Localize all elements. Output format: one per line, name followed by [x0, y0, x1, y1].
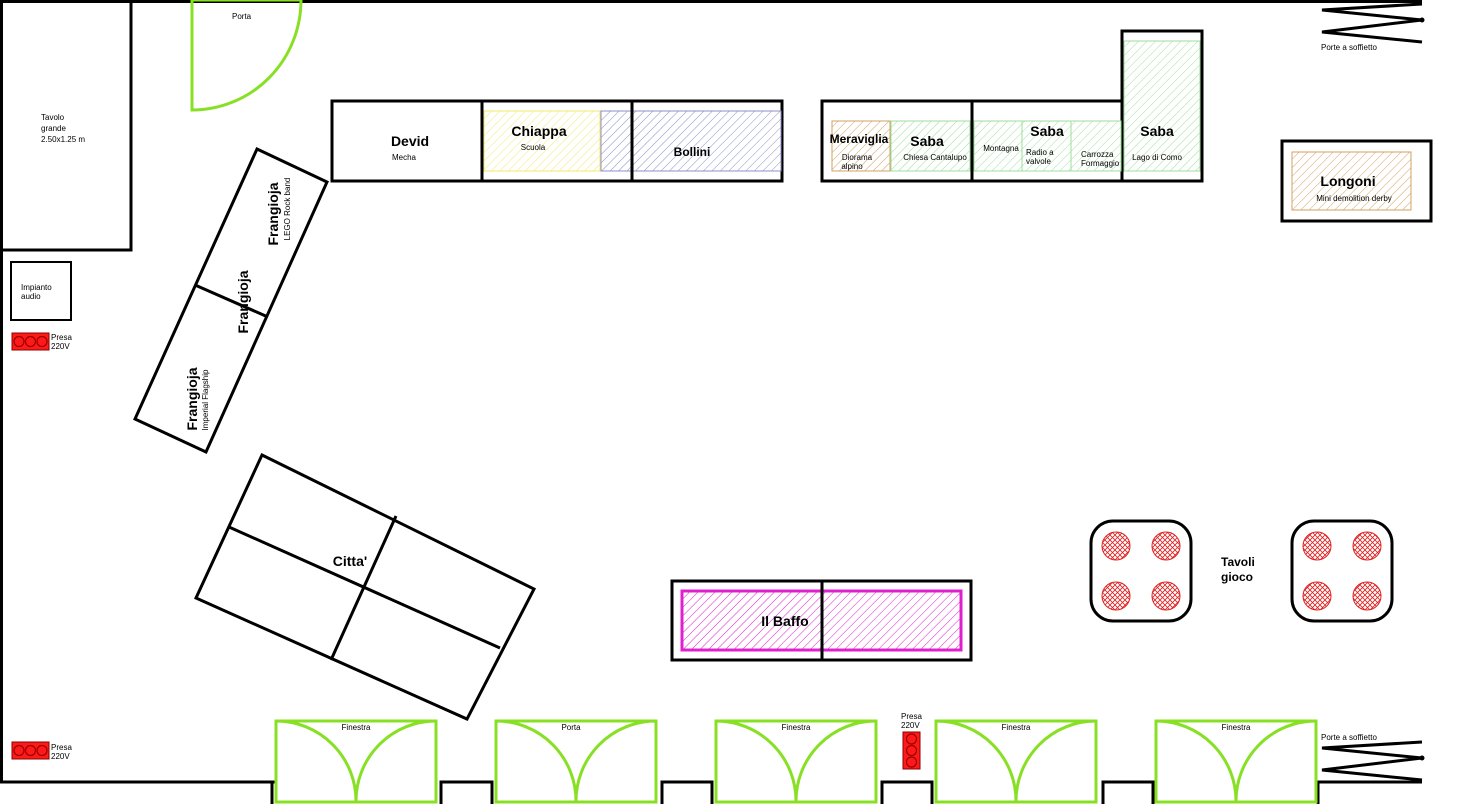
bottom-opening-3[interactable]: Finestra: [714, 719, 878, 804]
frangioja-lower-subtitle: Imperial Flagship: [201, 369, 210, 430]
svg-text:Finestra: Finestra: [1222, 723, 1251, 732]
citta-table: Citta': [194, 452, 537, 721]
chiappa-subtitle: Scuola: [521, 143, 546, 152]
svg-text:alpino: alpino: [841, 162, 863, 171]
svg-text:Diorama: Diorama: [842, 153, 873, 162]
svg-text:Porta: Porta: [561, 723, 581, 732]
bottom-opening-4[interactable]: Finestra: [934, 719, 1098, 804]
longoni-table: Longoni Mini demolition derby: [1280, 139, 1433, 223]
svg-text:Saba: Saba: [1030, 123, 1064, 139]
outlet-left-lower: Presa 220V: [11, 741, 72, 761]
chiappa-area: [483, 110, 601, 172]
frangioja-middle-title: Frangioja: [235, 270, 251, 333]
svg-text:Presa: Presa: [51, 743, 72, 752]
folding-door-icon: [1321, 740, 1423, 782]
svg-text:Longoni: Longoni: [1320, 173, 1375, 189]
svg-text:Meraviglia: Meraviglia: [830, 132, 889, 146]
svg-text:220V: 220V: [51, 752, 70, 761]
frangioja-tables: Frangioja LEGO Rock band Frangioja Frang…: [133, 146, 329, 455]
svg-text:Impianto: Impianto: [21, 283, 52, 292]
saba-chiesa-area: [890, 120, 971, 172]
svg-text:Finestra: Finestra: [1002, 723, 1031, 732]
bollini-area: [600, 110, 782, 172]
tavolo-grande: Tavolo grande 2.50x1.25 m: [1, 1, 133, 252]
saba-lago-area: [1123, 40, 1201, 172]
svg-text:Mini demolition derby: Mini demolition derby: [1316, 194, 1392, 203]
chiappa-title: Chiappa: [511, 123, 566, 139]
tavoli-gioco: Tavoli gioco: [1089, 519, 1394, 623]
svg-text:audio: audio: [21, 292, 41, 301]
svg-text:Finestra: Finestra: [342, 723, 371, 732]
svg-text:220V: 220V: [51, 342, 70, 351]
svg-text:220V: 220V: [901, 721, 920, 730]
top-row-tables: Devid Mecha Chiappa Scuola Bollini: [330, 99, 784, 183]
longoni-area: [1291, 151, 1412, 211]
svg-text:Radio a: Radio a: [1026, 148, 1054, 157]
bottom-opening-1[interactable]: Finestra: [274, 719, 438, 804]
svg-text:Carrozza: Carrozza: [1081, 150, 1114, 159]
outlet-left-upper: Presa 220V: [11, 332, 72, 351]
folding-door-bottom[interactable]: Porte a soffietto: [1321, 733, 1425, 782]
svg-text:grande: grande: [41, 124, 66, 133]
svg-text:Saba: Saba: [1140, 123, 1174, 139]
svg-text:Chiesa Cantalupo: Chiesa Cantalupo: [903, 153, 967, 162]
saba-carrozza-area: [1070, 120, 1122, 172]
frangioja-upper-subtitle: LEGO Rock band: [283, 178, 292, 241]
bottom-opening-5[interactable]: Finestra: [1154, 719, 1318, 804]
svg-text:Presa: Presa: [901, 712, 922, 721]
svg-text:Finestra: Finestra: [782, 723, 811, 732]
top-door[interactable]: Porta: [190, 0, 303, 112]
frangioja-lower-title: Frangioja: [184, 367, 200, 430]
svg-text:Tavolo: Tavolo: [41, 113, 65, 122]
bottom-opening-2[interactable]: Porta: [494, 719, 658, 804]
il-baffo-table: Il Baffo: [670, 579, 973, 662]
svg-text:Tavoli: Tavoli: [1221, 555, 1255, 569]
svg-text:Il Baffo: Il Baffo: [761, 613, 808, 629]
folding-door-top[interactable]: Porte a soffietto: [1321, 2, 1425, 52]
folding-door-top-label: Porte a soffietto: [1321, 43, 1377, 52]
folding-door-icon: [1321, 2, 1423, 44]
folding-door-bottom-label: Porte a soffietto: [1321, 733, 1377, 742]
svg-text:Citta': Citta': [333, 553, 367, 569]
svg-text:Lago di Como: Lago di Como: [1132, 153, 1182, 162]
devid-subtitle: Mecha: [392, 153, 417, 162]
bollini-title: Bollini: [674, 145, 711, 159]
devid-title: Devid: [391, 133, 429, 149]
frangioja-upper-title: Frangioja: [265, 182, 281, 245]
svg-text:2.50x1.25 m: 2.50x1.25 m: [41, 135, 85, 144]
svg-text:Montagna: Montagna: [983, 144, 1019, 153]
outlet-bottom-mid: Presa 220V: [901, 712, 922, 770]
svg-text:gioco: gioco: [1221, 570, 1253, 584]
svg-text:Formaggio: Formaggio: [1081, 159, 1120, 168]
svg-text:Presa: Presa: [51, 333, 72, 342]
svg-text:Saba: Saba: [910, 133, 944, 149]
saba-radio-area: [1021, 120, 1072, 172]
impianto-audio: Impianto audio: [10, 261, 72, 321]
top-door-label: Porta: [232, 12, 252, 21]
right-row-tables: Meraviglia Diorama alpino Saba Chiesa Ca…: [820, 29, 1204, 183]
svg-text:valvole: valvole: [1026, 157, 1051, 166]
meraviglia-area: [831, 120, 891, 172]
